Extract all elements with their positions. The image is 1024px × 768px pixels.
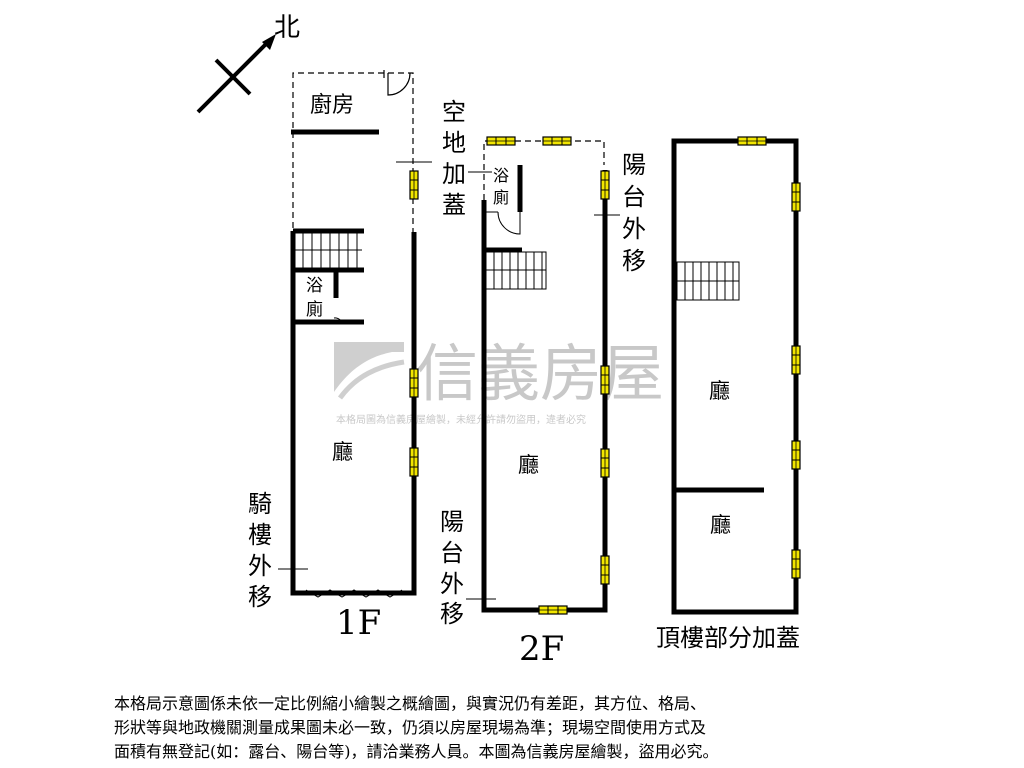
- room-kitchen-1f: 廚房: [310, 93, 354, 118]
- note-vacant-2: 地: [442, 129, 466, 157]
- watermark: 信義房屋 本格局圖為信義房屋繪製，未經允許請勿盜用，違者必究: [334, 337, 664, 426]
- room-hall-roof-lower: 廳: [710, 513, 731, 537]
- note-balcony-front-2: 台: [440, 539, 464, 567]
- watermark-brand: 信義房屋: [416, 337, 664, 410]
- note-balcony-rear-4: 移: [622, 247, 646, 275]
- disclaimer-line: 面積有無登記(如：露台、陽台等)，請洽業務人員。本圖為信義房屋繪製，盜用必究。: [114, 742, 719, 761]
- room-hall-roof-upper: 廳: [709, 379, 730, 403]
- floor-label-1f: 1F: [336, 603, 381, 643]
- disclaimer-notice: 本格局示意圖係未依一定比例縮小繪製之概繪圖，與實況仍有差距，其方位、格局、 形狀…: [114, 692, 914, 764]
- stair-1f: [293, 228, 364, 273]
- room-hall-1f: 廳: [332, 440, 353, 464]
- floor-2f-plan: [466, 136, 620, 615]
- stair-2f: [485, 247, 547, 290]
- disclaimer-line: 本格局示意圖係未依一定比例縮小繪製之概繪圖，與實況仍有差距，其方位、格局、: [114, 694, 707, 713]
- north-label: 北: [274, 13, 300, 43]
- floor-label-2f: 2F: [519, 629, 564, 669]
- room-bath-2f-line2: 廁: [493, 188, 509, 207]
- note-arcade-4: 移: [248, 583, 272, 611]
- note-balcony-rear-3: 外: [622, 215, 646, 243]
- room-bath-1f-line2: 廁: [306, 299, 323, 320]
- note-vacant-4: 蓋: [442, 191, 466, 219]
- brand-logo: [334, 342, 405, 402]
- north-arrow: 北: [196, 13, 300, 114]
- floor-roof-plan: [671, 136, 801, 615]
- floor-label-roof: 頂樓部分加蓋: [656, 624, 800, 652]
- note-balcony-rear-2: 台: [622, 183, 646, 211]
- note-balcony-front-3: 外: [440, 570, 464, 598]
- note-vacant-1: 空: [442, 98, 466, 126]
- room-bath-2f-line1: 浴: [493, 166, 509, 185]
- watermark-notice: 本格局圖為信義房屋繪製，未經允許請勿盜用，違者必究: [336, 413, 586, 426]
- note-arcade-1: 騎: [248, 490, 272, 518]
- note-balcony-rear-1: 陽: [622, 151, 646, 179]
- disclaimer-line: 形狀等與地政機關測量成果圖未必一致，仍須以房屋現場為準；現場空間使用方式及: [114, 718, 707, 737]
- room-hall-2f: 廳: [518, 453, 539, 477]
- note-arcade-3: 外: [248, 552, 272, 580]
- room-bath-1f-line1: 浴: [306, 276, 323, 296]
- note-arcade-2: 樓: [248, 521, 272, 549]
- stair-roof: [676, 261, 740, 301]
- note-vacant-3: 加: [442, 160, 466, 188]
- note-balcony-front-1: 陽: [440, 508, 464, 536]
- floor-1f-plan: [278, 70, 432, 598]
- note-balcony-front-4: 移: [440, 600, 464, 628]
